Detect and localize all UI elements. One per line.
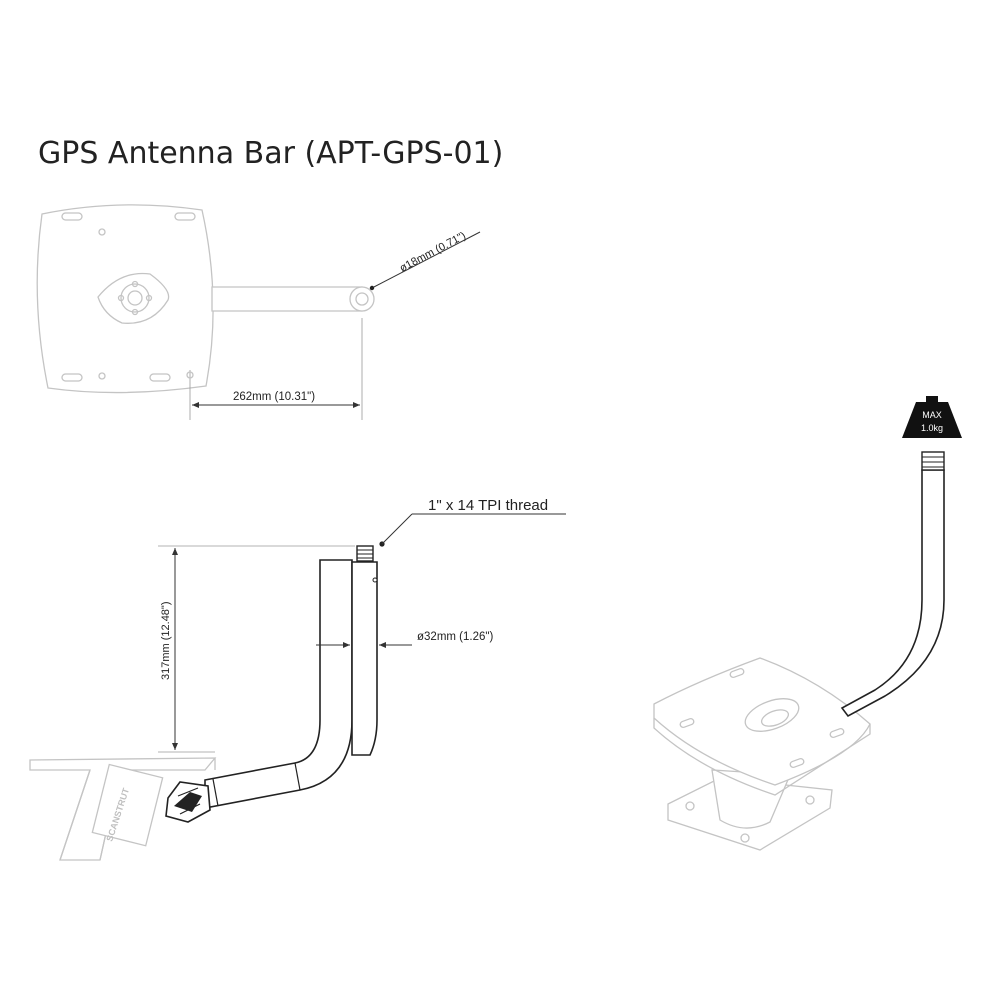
- thread-label: 1" x 14 TPI thread: [428, 497, 548, 514]
- antenna-tube-iso: [840, 469, 945, 718]
- top-view: ø18mm (0.71") 262mm (10.31"): [36, 204, 481, 420]
- page-title: GPS Antenna Bar (APT-GPS-01): [38, 136, 504, 171]
- center-fitting: [97, 272, 170, 324]
- side-view: SCANSTRUT 1" x 14 TPI thread ø32mm (1.26…: [29, 497, 566, 861]
- weight-badge-line2: 1.0kg: [921, 423, 943, 433]
- isometric-view: MAX 1.0kg: [653, 396, 962, 851]
- height-label: 317mm (12.48"): [160, 602, 172, 681]
- antenna-bar-top: [211, 286, 363, 312]
- bar-length-label: 262mm (10.31"): [233, 391, 315, 403]
- top-tube-diameter-label: ø18mm (0.71"): [398, 230, 468, 275]
- weight-badge-line1: MAX: [922, 410, 942, 420]
- max-weight-badge: [902, 402, 962, 438]
- tube-diameter-label: ø32mm (1.26"): [417, 631, 493, 643]
- antenna-tube-side: [204, 559, 353, 809]
- diameter-leader: [369, 231, 481, 290]
